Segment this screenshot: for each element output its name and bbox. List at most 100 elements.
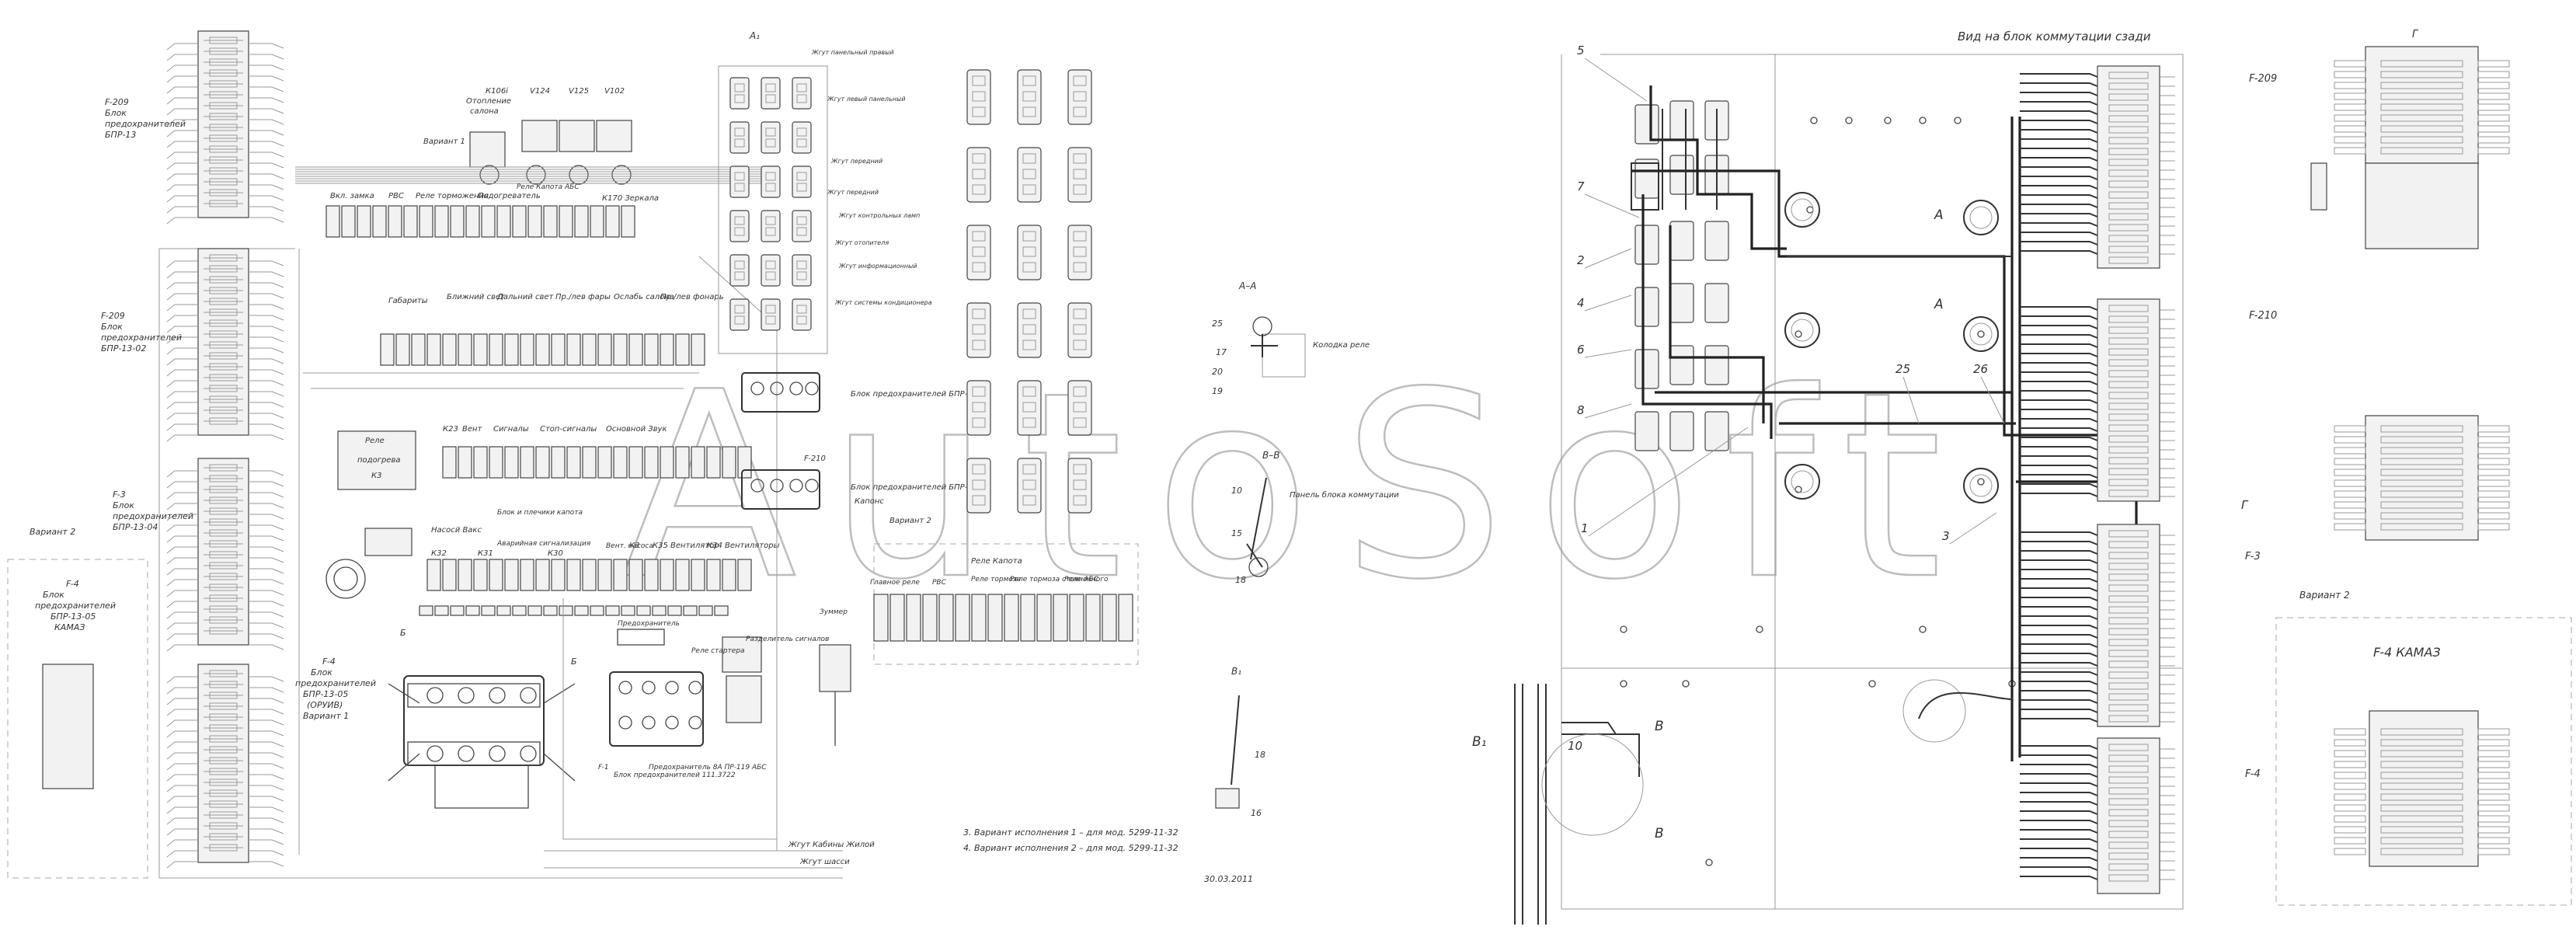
- svg-text:Б: Б: [571, 657, 577, 667]
- svg-text:10: 10: [1568, 739, 1582, 753]
- svg-text:F-209: F-209: [2249, 73, 2277, 85]
- svg-text:К31: К31: [478, 549, 493, 558]
- svg-text:Капонс: Капонс: [855, 497, 884, 506]
- note-1: 3. Вариант исполнения 1 – для мод. 5299-…: [963, 827, 1178, 838]
- svg-text:В–В: В–В: [1262, 450, 1279, 461]
- top-relays: К106i Отопление салона V124 V125 V102 Ва…: [423, 87, 632, 185]
- svg-text:К23: К23: [443, 425, 458, 434]
- svg-text:1: 1: [1581, 521, 1589, 535]
- svg-text:Блок и плечики капота: Блок и плечики капота: [497, 509, 583, 517]
- svg-text:К3: К3: [371, 472, 381, 480]
- power-terminal-left: Б Б: [388, 628, 577, 809]
- svg-text:Дальний свет: Дальний свет: [496, 293, 554, 301]
- svg-text:А: А: [1934, 207, 1944, 223]
- power-terminal-mid: Реле стартера Предохранитель Разделитель…: [598, 608, 851, 779]
- svg-text:Жгут передний: Жгут передний: [827, 189, 879, 196]
- svg-text:F-210: F-210: [2249, 310, 2277, 322]
- svg-text:18: 18: [1255, 750, 1265, 760]
- rear-fuse-blocks: [2097, 65, 2160, 894]
- svg-text:Реле торможения: Реле торможения: [416, 192, 489, 200]
- svg-text:F-4: F-4: [2245, 768, 2261, 780]
- svg-text:Жгут информационный: Жгут информационный: [838, 263, 917, 270]
- svg-text:Разделитель сигналов: Разделитель сигналов: [746, 636, 829, 643]
- svg-text:подогрева: подогрева: [357, 456, 400, 465]
- svg-text:Жгут Кабины Жилой: Жгут Кабины Жилой: [788, 840, 875, 849]
- svg-text:Ослабь салона: Ослабь салона: [614, 292, 674, 301]
- svg-text:РВС: РВС: [932, 579, 947, 587]
- svg-text:А–А: А–А: [1238, 280, 1256, 291]
- svg-text:Предохранитель 8А ПР-119 АБС: Предохранитель 8А ПР-119 АБС: [649, 764, 767, 772]
- svg-text:Жгут отопителя: Жгут отопителя: [834, 239, 889, 246]
- svg-text:V125: V125: [569, 87, 589, 96]
- svg-text:Реле тормоза: Реле тормоза: [971, 576, 1021, 583]
- svg-text:Блок предохранителей БПР-2М: Блок предохранителей БПР-2М: [851, 483, 980, 492]
- svg-text:салона: салона: [470, 107, 499, 116]
- svg-text:7: 7: [1577, 179, 1585, 193]
- svg-text:Аварийная сигнализация: Аварийная сигнализация: [496, 540, 591, 548]
- label-variant2-left: Вариант 2: [30, 527, 75, 537]
- svg-text:Вариант 1: Вариант 1: [423, 138, 465, 146]
- label-f4-v1: F-4 Блок предохранителей БПР-13-05 (ОРУИ…: [295, 657, 378, 721]
- svg-text:Г: Г: [2412, 29, 2419, 40]
- svg-text:Жгут шасси: Жгут шасси: [799, 858, 850, 866]
- svg-text:Основной Звук: Основной Звук: [606, 425, 667, 434]
- far-right-details: Г Вариант 2 F-4 КАМАЗ: [2275, 29, 2572, 906]
- svg-text:В₁: В₁: [1472, 734, 1486, 750]
- left-drawing: F-209 Блок предохранителей БПР-13 F-209 …: [7, 30, 875, 879]
- svg-text:РВС: РВС: [388, 192, 404, 200]
- svg-text:Реле стартера: Реле стартера: [691, 647, 745, 655]
- svg-text:25: 25: [1212, 319, 1223, 329]
- svg-text:16: 16: [1251, 808, 1262, 818]
- svg-text:В: В: [1655, 719, 1664, 734]
- svg-text:5: 5: [1577, 44, 1585, 57]
- svg-text:V102: V102: [604, 87, 625, 96]
- svg-text:Вент: Вент: [462, 425, 483, 434]
- connector-column-a1: А₁ Жгут панельный правый Жгут левый пане…: [718, 30, 980, 510]
- svg-text:Вент. насоса: Вент. насоса: [606, 542, 653, 550]
- svg-text:Вариант 2: Вариант 2: [2299, 590, 2350, 601]
- svg-text:Жгут системы кондиционера: Жгут системы кондиционера: [834, 299, 932, 306]
- svg-text:19: 19: [1212, 386, 1223, 396]
- svg-text:Пр./лев фонарь: Пр./лев фонарь: [660, 293, 724, 301]
- svg-text:А₁: А₁: [749, 30, 760, 41]
- svg-text:Панель блока коммутации: Панель блока коммутации: [1290, 490, 1399, 500]
- date-label: 30.03.2011: [1204, 874, 1253, 884]
- svg-text:F-3: F-3: [2245, 551, 2261, 563]
- svg-text:Зуммер: Зуммер: [820, 608, 848, 616]
- svg-text:Вариант 2: Вариант 2: [889, 517, 931, 525]
- svg-text:Реле Капота АБС: Реле Капота АБС: [517, 183, 580, 191]
- svg-text:15: 15: [1231, 528, 1242, 538]
- svg-text:К35 Вентилятор: К35 Вентилятор: [653, 542, 719, 550]
- svg-text:Пр./лев фары: Пр./лев фары: [555, 293, 611, 301]
- svg-text:Реле АБС: Реле АБС: [1064, 576, 1098, 583]
- svg-text:F-210: F-210: [804, 455, 826, 463]
- svg-text:К32: К32: [431, 549, 447, 558]
- svg-text:25: 25: [1895, 362, 1910, 376]
- svg-text:Б: Б: [400, 628, 406, 638]
- svg-text:Отопление: Отопление: [466, 97, 511, 106]
- svg-text:Жгут левый панельный: Жгут левый панельный: [827, 96, 905, 103]
- label-f4-kamaz: F-4 Блок предохранителей БПР-13-05 КАМАЗ: [35, 579, 118, 632]
- svg-text:Вкл. замка: Вкл. замка: [330, 192, 374, 200]
- svg-text:Жгут передний: Жгут передний: [830, 158, 882, 165]
- svg-text:Насосй Вакс: Насосй Вакс: [431, 526, 482, 535]
- connector-grid: Вариант 2 Реле Капота Главное реле РВС Р…: [870, 69, 1139, 665]
- svg-text:Жгут панельный правый: Жгут панельный правый: [811, 49, 894, 56]
- svg-text:Главное реле: Главное реле: [870, 579, 920, 587]
- svg-text:17: 17: [1216, 347, 1227, 357]
- svg-text:4: 4: [1577, 296, 1585, 310]
- svg-text:F-4 КАМАЗ: F-4 КАМАЗ: [2373, 645, 2441, 660]
- label-f209b: F-209 Блок предохранителей БПР-13-02: [101, 311, 184, 354]
- svg-text:Сигналы: Сигналы: [493, 425, 529, 434]
- svg-text:Реле тормоза стояночного: Реле тормоза стояночного: [1010, 576, 1109, 583]
- svg-text:26: 26: [1973, 362, 1988, 376]
- svg-text:Реле Капота: Реле Капота: [971, 557, 1022, 566]
- svg-text:Подогреватель: Подогреватель: [478, 192, 541, 200]
- label-f209a: F-209 Блок предохранителей БПР-13: [105, 97, 188, 140]
- svg-text:К34 Вентиляторы: К34 Вентиляторы: [707, 542, 780, 550]
- rear-view-title: Вид на блок коммутации сзади: [1958, 30, 2151, 44]
- svg-text:Г: Г: [2241, 498, 2249, 512]
- svg-text:Блок предохранителей БПР-2М: Блок предохранителей БПР-2М: [851, 390, 980, 399]
- svg-text:К170 Зеркала: К170 Зеркала: [602, 194, 659, 203]
- svg-text:К106i: К106i: [486, 87, 508, 96]
